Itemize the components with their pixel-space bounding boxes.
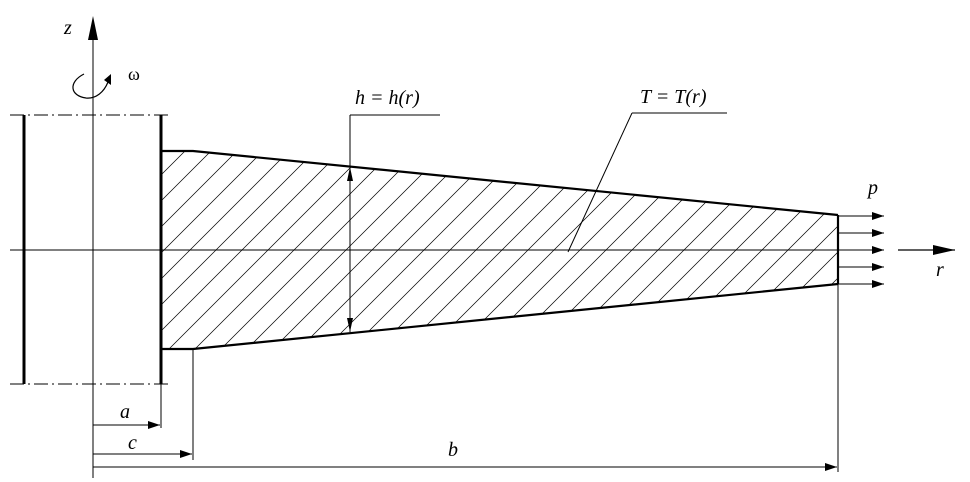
hatch-line bbox=[161, 151, 249, 349]
z-axis-label: z bbox=[63, 17, 72, 39]
hatch-line bbox=[161, 151, 327, 349]
hatch-line bbox=[183, 151, 405, 349]
pressure-arrows bbox=[838, 212, 884, 288]
omega-label: ω bbox=[128, 64, 140, 84]
z-axis-arrowhead bbox=[88, 16, 98, 40]
disk-outline-bottom bbox=[161, 282, 839, 351]
hatch-line bbox=[209, 151, 431, 349]
thickness-label: h = h(r) bbox=[355, 87, 420, 109]
dim-b-label: b bbox=[448, 439, 458, 461]
hatch-line bbox=[161, 151, 275, 349]
hatch-line bbox=[235, 151, 457, 349]
rotation-arrow-icon bbox=[72, 73, 109, 99]
pressure-label: p bbox=[866, 177, 878, 199]
temperature-label: T = T(r) bbox=[640, 86, 707, 108]
rotation-arrowhead bbox=[104, 74, 111, 85]
disk-outline-top bbox=[161, 149, 839, 217]
dim-a-label: a bbox=[120, 401, 130, 423]
dim-c-label: c bbox=[128, 432, 137, 454]
hatch-line bbox=[161, 151, 379, 349]
r-axis-label: r bbox=[936, 259, 944, 281]
hatch-line bbox=[161, 151, 223, 349]
hatch-line bbox=[161, 151, 301, 349]
hatch-line bbox=[161, 151, 353, 349]
temperature-leader-diagonal bbox=[567, 112, 633, 253]
